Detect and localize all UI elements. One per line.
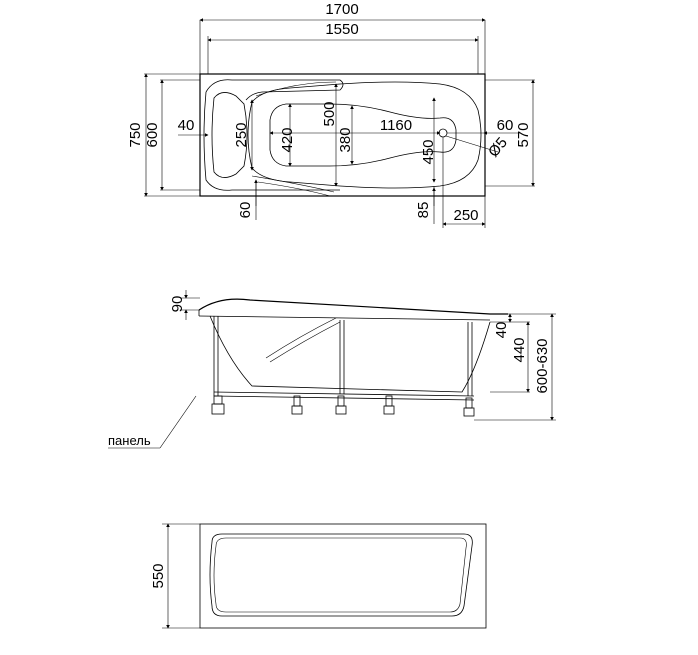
dim-600-630: 600-630 bbox=[534, 338, 551, 393]
dim-500: 500 bbox=[321, 101, 338, 126]
panel-outer bbox=[199, 523, 487, 629]
dim-440: 440 bbox=[511, 337, 528, 362]
tub-body-side bbox=[209, 315, 491, 393]
front-panel-view: 550 bbox=[150, 523, 487, 629]
tub-basin-outline bbox=[247, 81, 482, 189]
panel-inner-relief bbox=[209, 533, 473, 617]
dim-phi5: Ø5 bbox=[485, 134, 511, 160]
dim-570: 570 bbox=[515, 122, 532, 147]
headrest-cushion bbox=[211, 92, 248, 178]
dim-1550: 1550 bbox=[325, 21, 358, 38]
dim-420: 420 bbox=[279, 127, 296, 152]
dim-60-bottom: 60 bbox=[237, 202, 254, 219]
dim-750: 750 bbox=[127, 122, 144, 147]
top-view: 1700 1550 750 600 40 250 420 500 380 116… bbox=[127, 1, 535, 228]
drain-hole bbox=[438, 128, 448, 138]
dim-1160: 1160 bbox=[380, 117, 412, 134]
dim-550: 550 bbox=[150, 563, 167, 588]
tub-rim-side bbox=[198, 298, 508, 315]
dim-90: 90 bbox=[169, 296, 186, 313]
dim-85: 85 bbox=[415, 202, 432, 219]
panel-callout-label: панель bbox=[108, 433, 151, 448]
dim-250-bottom: 250 bbox=[453, 207, 478, 224]
dim-380: 380 bbox=[337, 127, 354, 152]
dim-250-head: 250 bbox=[233, 122, 250, 147]
tub-bottom-outline bbox=[269, 103, 457, 167]
dim-40-side: 40 bbox=[493, 322, 510, 339]
tub-legs bbox=[211, 395, 475, 417]
headrest-outline bbox=[203, 79, 344, 191]
dim-1700: 1700 bbox=[325, 1, 358, 18]
dim-450: 450 bbox=[420, 139, 437, 164]
dim-600: 600 bbox=[144, 122, 161, 147]
dim-40: 40 bbox=[178, 117, 195, 134]
dim-60-right: 60 bbox=[497, 117, 514, 134]
side-view: 90 40 440 600-630 панель bbox=[108, 290, 556, 449]
